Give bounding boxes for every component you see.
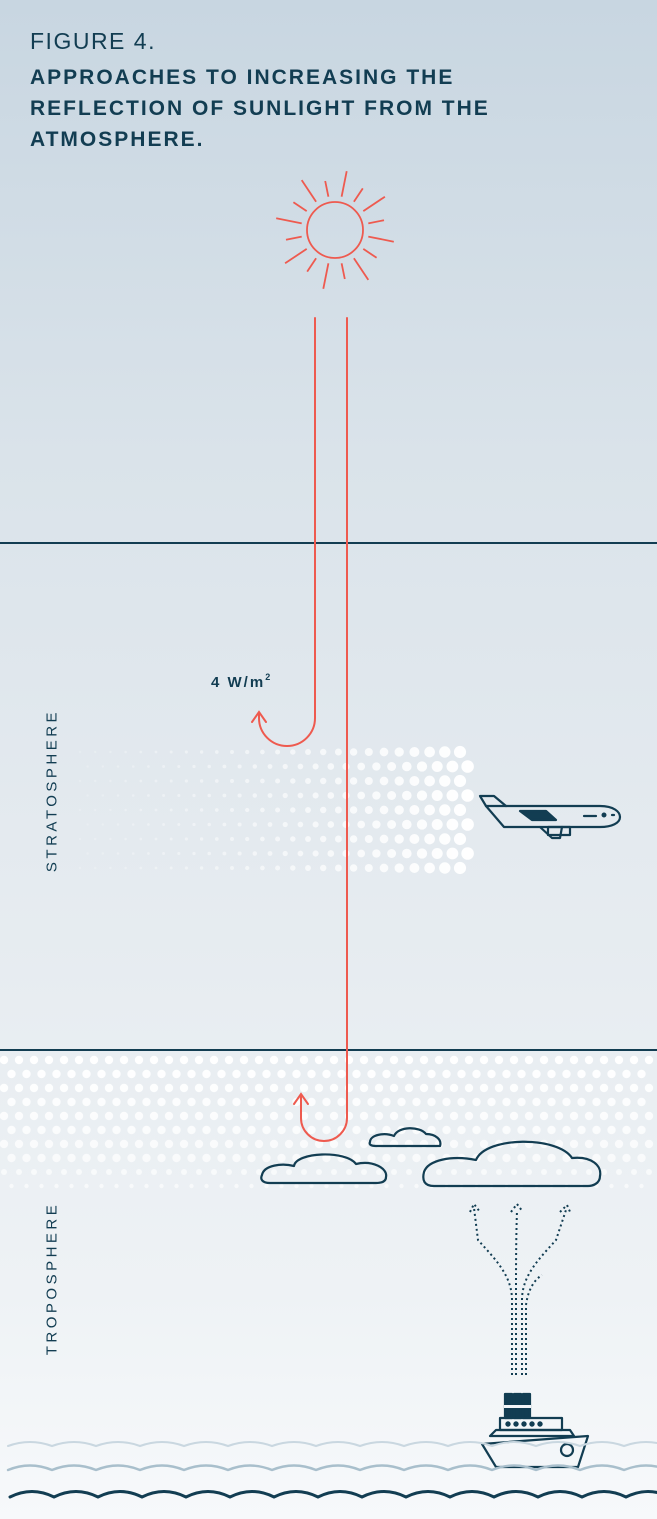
- wave-icon: [6, 1441, 657, 1499]
- cloud-icon: [260, 1153, 388, 1185]
- sun-ray: [368, 235, 394, 243]
- stratosphere-label: STRATOSPHERE: [43, 708, 61, 873]
- sun-ray: [276, 217, 302, 225]
- sun-ray: [284, 248, 308, 265]
- sun-ray: [292, 201, 308, 212]
- cloud-icon: [422, 1140, 602, 1188]
- sun-ray: [353, 187, 364, 203]
- sun-ray: [324, 180, 330, 197]
- sun-ray: [340, 263, 346, 280]
- ship-spray-plumes: [469, 1202, 572, 1375]
- tropospheric-reflection-arrowhead: [293, 1092, 309, 1105]
- figure-number: FIGURE 4.: [30, 28, 156, 54]
- troposphere-label: TROPOSPHERE: [43, 1201, 61, 1356]
- sun-ray: [362, 195, 386, 212]
- stratospheric-reflection-arrowhead: [251, 710, 267, 723]
- sun-ray: [353, 257, 370, 281]
- tropospheric-aerosol-dots: [0, 1055, 654, 1189]
- figure-title: APPROACHES TO INCREASING THE REFLECTION …: [30, 66, 490, 151]
- sun-ray: [300, 179, 317, 203]
- sun-ray: [306, 257, 317, 273]
- sun-ray: [285, 235, 302, 241]
- sun-icon: [276, 171, 394, 289]
- sun-ray: [340, 171, 348, 197]
- stratospheric-aerosol-dots: [78, 745, 474, 875]
- sun-ray: [368, 219, 385, 225]
- cloud-icon: [368, 1127, 442, 1148]
- tropospheric-reflection-ray: [300, 317, 348, 1142]
- stratospheric-reflection-ray: [258, 317, 316, 747]
- airplane-icon: [478, 794, 622, 840]
- reflected-flux-value: 4 W/m: [211, 674, 266, 691]
- ship-icon: [480, 1392, 590, 1469]
- reflected-flux-label: 4 W/m2: [211, 672, 272, 691]
- sun-ray: [362, 248, 378, 259]
- reflected-flux-exponent: 2: [265, 672, 273, 682]
- sun-ray: [322, 263, 330, 289]
